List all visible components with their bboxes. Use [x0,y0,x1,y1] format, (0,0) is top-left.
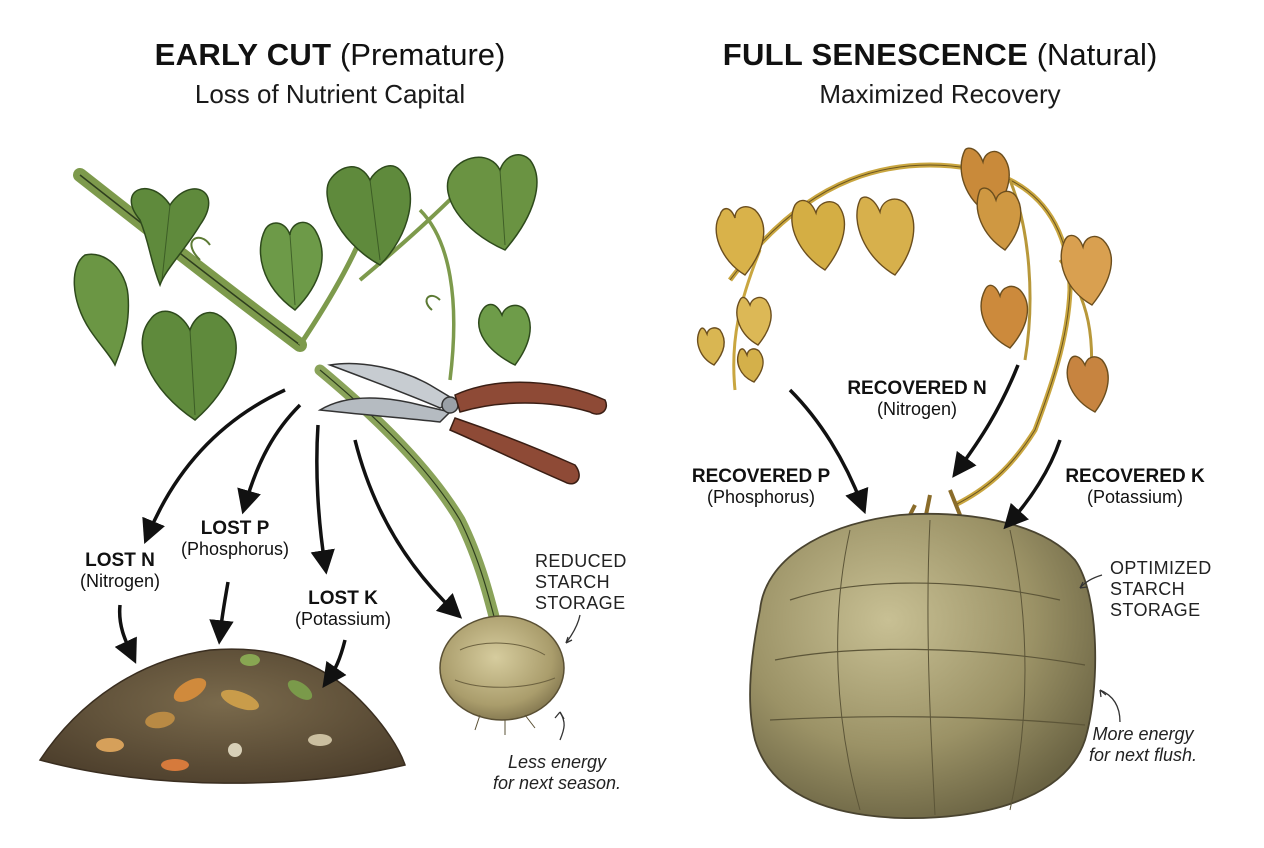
label-recovered-p: RECOVERED P (Phosphorus) [676,466,846,508]
leaf [856,196,915,276]
left-storage-note-line: STORAGE [535,593,626,613]
pruning-shears-icon [317,362,607,485]
label-lost-k-sub: (Potassium) [294,609,392,629]
right-title-paren: (Natural) [1036,37,1158,72]
leaf [478,303,531,366]
right-energy-note: More energy for next flush. [1068,724,1218,766]
left-storage-note-line: STARCH [535,572,611,592]
small-tuber [439,615,565,735]
label-recovered-k-main: RECOVERED K [1065,466,1205,487]
left-title-paren: (Premature) [339,37,506,72]
arrow-p-to-pile [209,581,234,645]
leaf [73,253,130,367]
left-title: EARLY CUT (Premature) [80,36,580,74]
label-lost-n: LOST N (Nitrogen) [55,550,185,592]
left-arrows [114,388,463,689]
label-lost-k-main: LOST K [308,588,378,609]
left-storage-note-line: REDUCED [535,551,627,571]
leaf [1060,234,1112,306]
leaf [791,199,846,271]
arrow-lost-n [142,388,286,545]
label-lost-p-main: LOST P [200,518,270,539]
label-recovered-n-sub: (Nitrogen) [876,399,958,419]
arrow-lost-k [310,424,335,575]
large-tuber [749,512,1097,820]
label-recovered-n-main: RECOVERED N [847,378,987,399]
right-energy-note-line: More energy [1092,724,1194,744]
label-lost-k: LOST K (Potassium) [278,588,408,630]
arrow-recovered-n [952,364,1020,478]
right-storage-note: OPTIMIZED STARCH STORAGE [1110,558,1212,621]
left-small-arrows [554,614,581,741]
label-lost-p-sub: (Phosphorus) [180,539,290,559]
arrow-recovered-p [788,388,869,515]
right-title-bold: FULL SENESCENCE [722,37,1029,72]
compost-pile [38,648,406,784]
leaf [976,187,1022,251]
leaf [980,284,1029,349]
right-storage-note-line: STORAGE [1110,600,1201,620]
leaf [130,187,210,288]
leaf [141,310,237,421]
right-arrows [788,364,1062,530]
leaf [736,296,772,346]
leaf [446,154,538,251]
leaf [736,348,764,383]
arrow-to-tuber [353,439,463,619]
left-title-bold: EARLY CUT [154,37,332,72]
label-recovered-n: RECOVERED N (Nitrogen) [832,378,1002,420]
left-leaves [73,154,538,421]
right-energy-note-line: for next flush. [1088,745,1198,765]
leaf [1066,355,1109,413]
label-recovered-k: RECOVERED K (Potassium) [1050,466,1220,508]
label-recovered-p-main: RECOVERED P [691,466,831,487]
left-storage-note: REDUCED STARCH STORAGE [535,551,627,614]
right-subtitle: Maximized Recovery [819,79,1061,109]
right-small-arrows [1079,574,1121,723]
arrow-k-to-pile [322,639,347,689]
arrow-recovered-k [1003,439,1062,530]
arrow-n-to-pile [114,604,137,664]
leaf [259,221,323,311]
label-lost-n-main: LOST N [85,550,155,571]
leaf [696,327,725,366]
right-title: FULL SENESCENCE (Natural) [660,36,1220,74]
arrow-lost-p [237,403,302,515]
leaf [326,165,412,266]
leaf [715,206,765,276]
label-recovered-k-sub: (Potassium) [1086,487,1184,507]
left-energy-note-line: for next season. [492,773,622,793]
left-energy-note: Less energy for next season. [482,752,632,794]
right-leaves [696,147,1112,413]
right-storage-note-line: OPTIMIZED [1110,558,1212,578]
left-leaf-veins [161,169,506,416]
label-lost-n-sub: (Nitrogen) [79,571,161,591]
label-recovered-p-sub: (Phosphorus) [706,487,816,507]
right-storage-note-line: STARCH [1110,579,1186,599]
left-subtitle: Loss of Nutrient Capital [194,79,466,109]
left-energy-note-line: Less energy [507,752,607,772]
label-lost-p: LOST P (Phosphorus) [170,518,300,560]
